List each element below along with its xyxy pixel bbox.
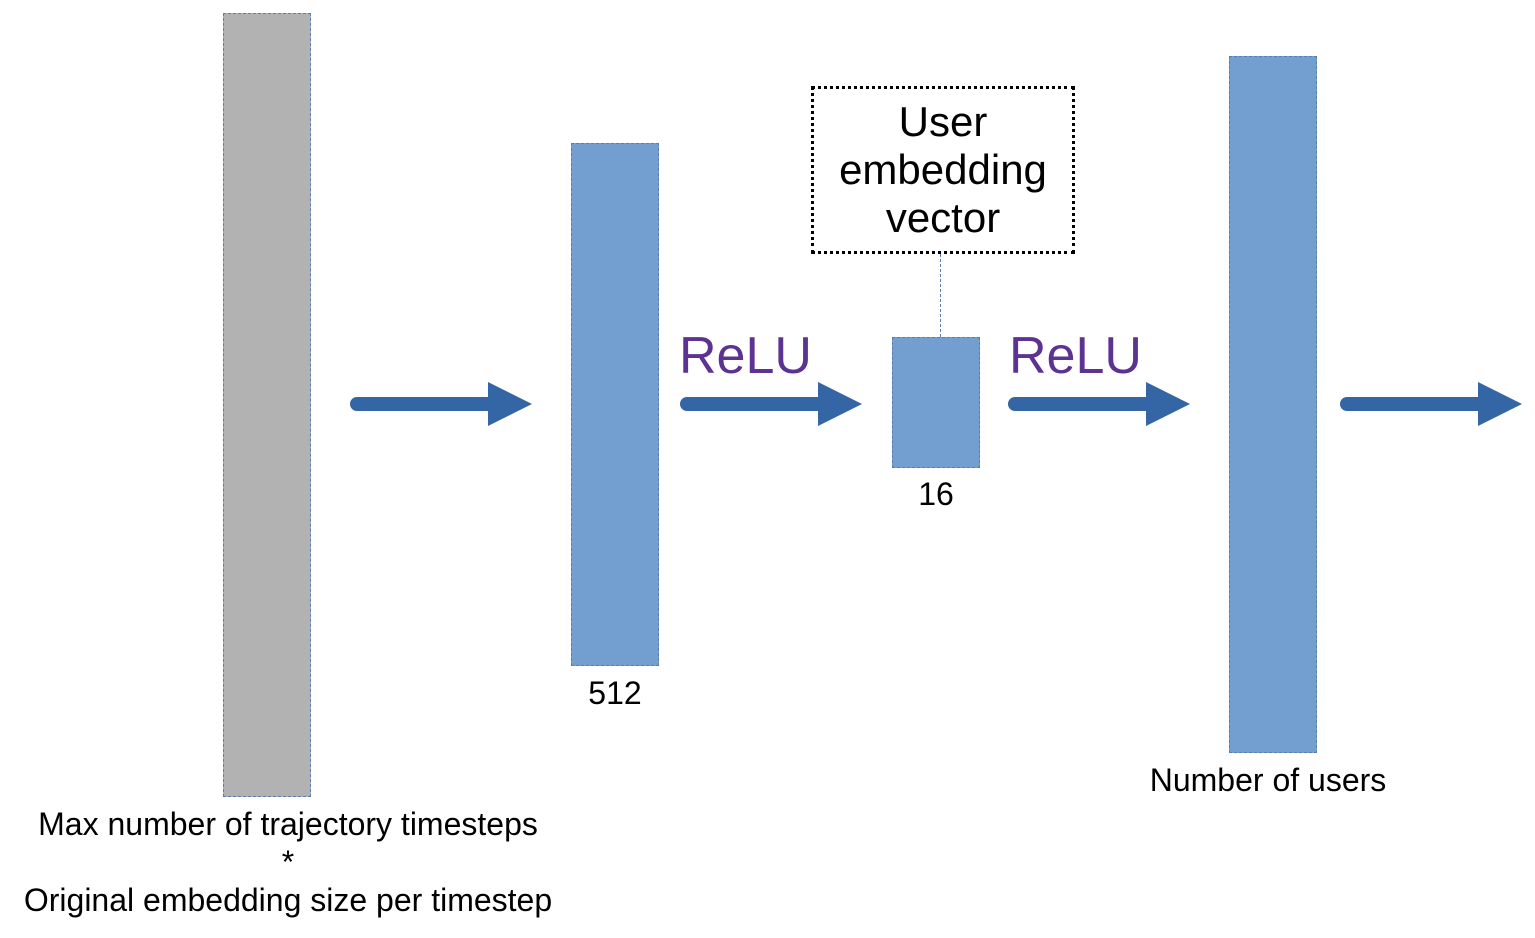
output-layer-block bbox=[1229, 56, 1317, 753]
input-layer-label-line1: Max number of trajectory timesteps bbox=[38, 806, 538, 842]
hidden-layer-size-label: 512 bbox=[588, 675, 642, 711]
callout-line-1: User bbox=[898, 98, 988, 145]
embedding-layer-block bbox=[892, 337, 980, 468]
input-layer-block bbox=[223, 13, 311, 797]
right-arrow-icon bbox=[1008, 382, 1190, 426]
callout-connector-line bbox=[940, 254, 941, 337]
input-layer-label-line2: * bbox=[281, 844, 295, 880]
callout-line-3: vector bbox=[885, 194, 1001, 241]
right-arrow-icon bbox=[680, 382, 862, 426]
activation-label-1: ReLU bbox=[679, 327, 812, 385]
hidden-layer-block bbox=[571, 143, 659, 666]
callout-line-2: embedding bbox=[839, 146, 1047, 193]
input-layer-label-line3: Original embedding size per timestep bbox=[23, 882, 553, 918]
user-embedding-callout: User embedding vector bbox=[811, 86, 1075, 254]
right-arrow-icon bbox=[350, 382, 532, 426]
right-arrow-icon bbox=[1340, 382, 1522, 426]
embedding-layer-size-label: 16 bbox=[918, 476, 954, 512]
output-layer-size-label: Number of users bbox=[1149, 762, 1387, 798]
activation-label-2: ReLU bbox=[1009, 327, 1142, 385]
